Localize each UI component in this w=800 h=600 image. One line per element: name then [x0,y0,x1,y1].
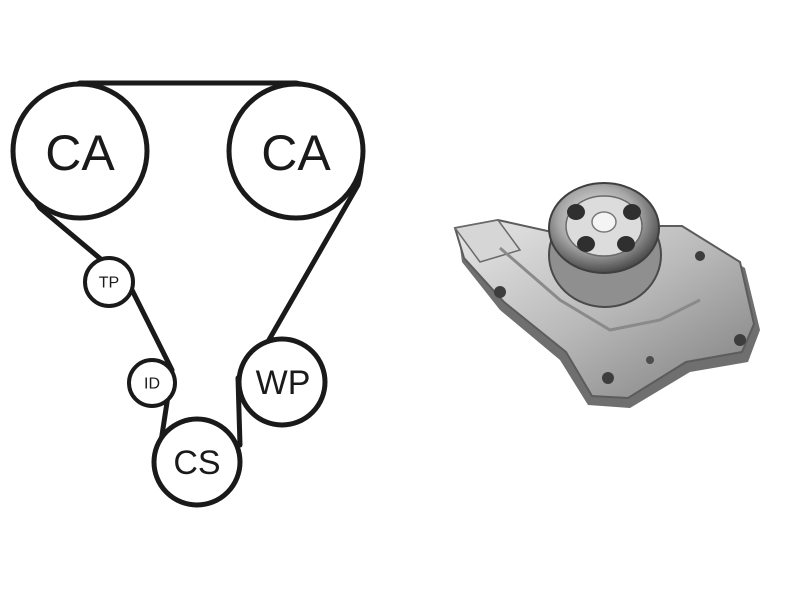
idler-pulley: ID [127,358,177,408]
hub-hole [577,236,595,252]
water-pump-illustration [453,182,760,408]
hub-center [591,211,617,233]
camshaft-pulley-left: CA [10,81,150,221]
camshaft-right-label: CA [261,125,331,181]
camshaft-pulley-right: CA [226,81,366,221]
water-pump-label: WP [256,364,311,402]
hub-hole [617,236,635,252]
bolt-hole [602,372,614,384]
crankshaft-pulley: CS [151,416,243,508]
pump-ridge [499,246,701,332]
bolt-hole [734,334,746,346]
hub-hole [567,204,585,220]
camshaft-left-label: CA [45,125,115,181]
water-pump-pulley: WP [236,336,328,428]
hub-hole [623,204,641,220]
idler-label: ID [144,376,160,393]
bolt-hole [695,251,705,261]
crankshaft-label: CS [173,444,220,482]
bolt-hole [646,356,654,364]
tensioner-label: TP [99,275,119,292]
bolt-hole [494,286,506,298]
tensioner-pulley: TP [83,256,135,308]
